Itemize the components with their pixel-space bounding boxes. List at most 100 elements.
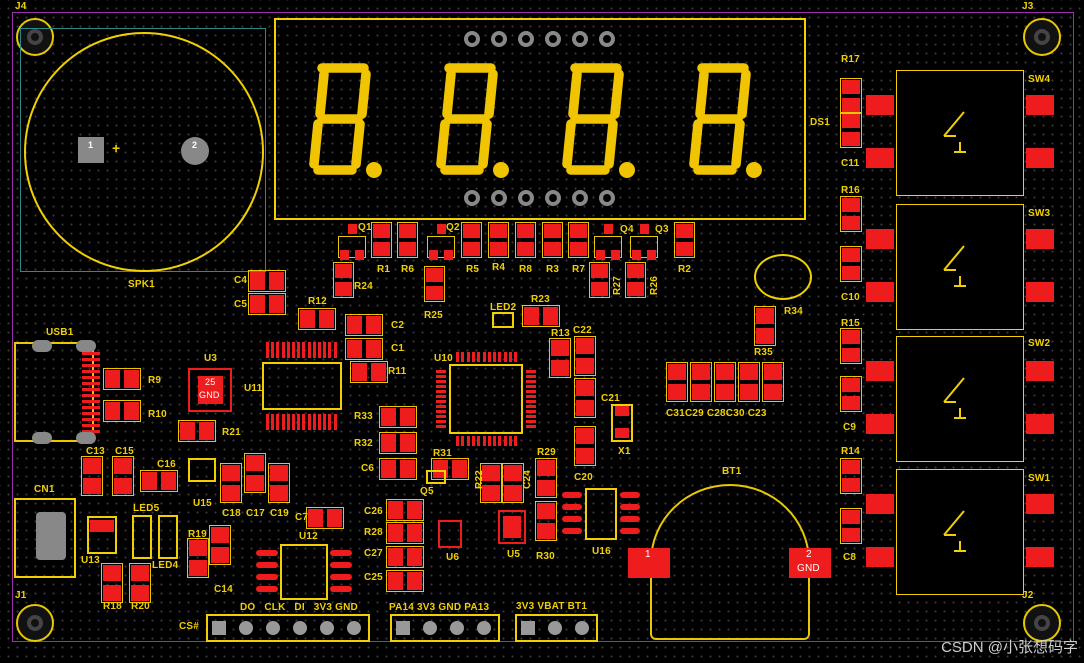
label-r34: R34 <box>784 306 803 317</box>
ic-u10-pin <box>466 436 470 446</box>
label-header2: PA14 3V3 GND PA13 <box>389 602 490 613</box>
label-c10: C10 <box>841 292 860 303</box>
header-battery-body[interactable] <box>515 614 598 642</box>
ic-u10-pin <box>477 352 481 362</box>
switch-sw4-body[interactable] <box>896 70 1024 196</box>
ic-u11-pin <box>281 414 285 430</box>
ldr-r34-body <box>754 254 812 300</box>
r35-outline <box>754 306 776 346</box>
ic-u11-pin <box>312 414 316 430</box>
label-c19: C19 <box>270 508 289 519</box>
ic-u11-pin <box>292 414 295 430</box>
r5-pad <box>463 242 480 256</box>
label-r24: R24 <box>354 281 373 292</box>
r29-pad <box>537 480 555 496</box>
r2-pad <box>676 242 693 256</box>
label-r19: R19 <box>188 529 207 540</box>
usb-pin <box>82 358 100 361</box>
ic-u10-body <box>449 364 523 434</box>
r27-pad <box>591 264 608 278</box>
c7-pad <box>308 509 323 527</box>
ic-u10-pin <box>526 400 536 403</box>
ic-u5-body <box>498 510 526 544</box>
transistor-q3-pad <box>632 250 641 260</box>
header-spi-pin <box>212 621 226 635</box>
c5-pad <box>269 295 284 313</box>
header-swd-body[interactable] <box>390 614 500 642</box>
r21-outline <box>178 420 216 442</box>
r4-outline <box>488 222 509 258</box>
r10-pad <box>124 402 139 420</box>
r15-pad <box>842 348 860 362</box>
switch-sw4-pad <box>866 148 894 168</box>
c9-pad <box>842 396 860 410</box>
c21b-pad <box>576 380 594 396</box>
usb-pin <box>82 388 100 391</box>
label-c5: C5 <box>234 299 248 310</box>
c29-pad <box>692 364 710 380</box>
ic-u12-pin <box>256 574 278 580</box>
r8-pad <box>517 242 534 256</box>
switch-sw2-body[interactable] <box>896 336 1024 462</box>
ic-u16-pin <box>620 516 640 522</box>
switch-sw4-pad <box>1026 148 1054 168</box>
c22-pad <box>576 338 594 354</box>
cn1-connector-body[interactable] <box>14 498 76 578</box>
label-r9: R9 <box>148 375 162 386</box>
label-r6: R6 <box>401 264 415 275</box>
r12-pad <box>319 310 334 328</box>
c16-outline <box>140 470 178 492</box>
switch-sw3-body[interactable] <box>896 204 1024 330</box>
ic-u12-pin <box>330 586 352 592</box>
c1-outline <box>345 338 383 360</box>
ic-u12-pin <box>330 550 352 556</box>
ic-u10-pin <box>482 436 486 446</box>
c13-pad <box>83 458 101 474</box>
ic-u11-pin <box>318 342 321 358</box>
r5-outline <box>461 222 482 258</box>
ic-u10-pin <box>526 420 536 423</box>
r18-pad <box>103 565 121 581</box>
switch-sw3-pad <box>1026 229 1054 249</box>
label-r20: R20 <box>131 601 150 612</box>
r24-pad <box>335 282 352 296</box>
label-r26: R26 <box>648 276 660 295</box>
usb-connector-body[interactable] <box>14 342 94 442</box>
c4-pad <box>250 272 265 290</box>
ic-u11-pin <box>323 414 327 430</box>
c26-pad <box>388 501 403 519</box>
header-spi-pin <box>293 621 307 635</box>
c28-outline <box>714 362 736 402</box>
r32-outline <box>379 432 417 454</box>
c11-pad <box>842 114 860 128</box>
c18-pad <box>222 465 240 481</box>
ic-u10-pin <box>514 436 518 446</box>
ic-u15-body <box>188 458 216 482</box>
label-c22: C22 <box>573 325 592 336</box>
ic-u12-pin <box>256 586 278 592</box>
ic-u10-pin <box>436 410 446 413</box>
c8-pad <box>842 528 860 542</box>
ic-u10-pin <box>526 370 536 373</box>
label-r12: R12 <box>308 296 327 307</box>
c15-outline <box>112 456 134 496</box>
header-spi-body[interactable] <box>206 614 370 642</box>
ic-u3-center-pad <box>198 376 223 404</box>
switch-sw1-body[interactable] <box>896 469 1024 595</box>
label-u12: U12 <box>299 531 318 542</box>
ic-u11-pin <box>266 342 269 358</box>
ic-u10-pin <box>436 405 446 408</box>
r30-pad <box>537 523 555 539</box>
usb-pin <box>82 364 100 367</box>
c31-pad <box>668 384 686 400</box>
label-c16: C16 <box>157 459 176 470</box>
r4-pad <box>490 224 507 238</box>
r18-pad <box>103 585 121 601</box>
r10-outline <box>103 400 141 422</box>
ic-u10-pin <box>436 375 446 378</box>
ic-u11-pin <box>281 342 285 358</box>
ic-u10-pin <box>436 370 446 373</box>
ic-u11-pin <box>333 342 337 358</box>
ic-u10-pin <box>526 380 536 383</box>
